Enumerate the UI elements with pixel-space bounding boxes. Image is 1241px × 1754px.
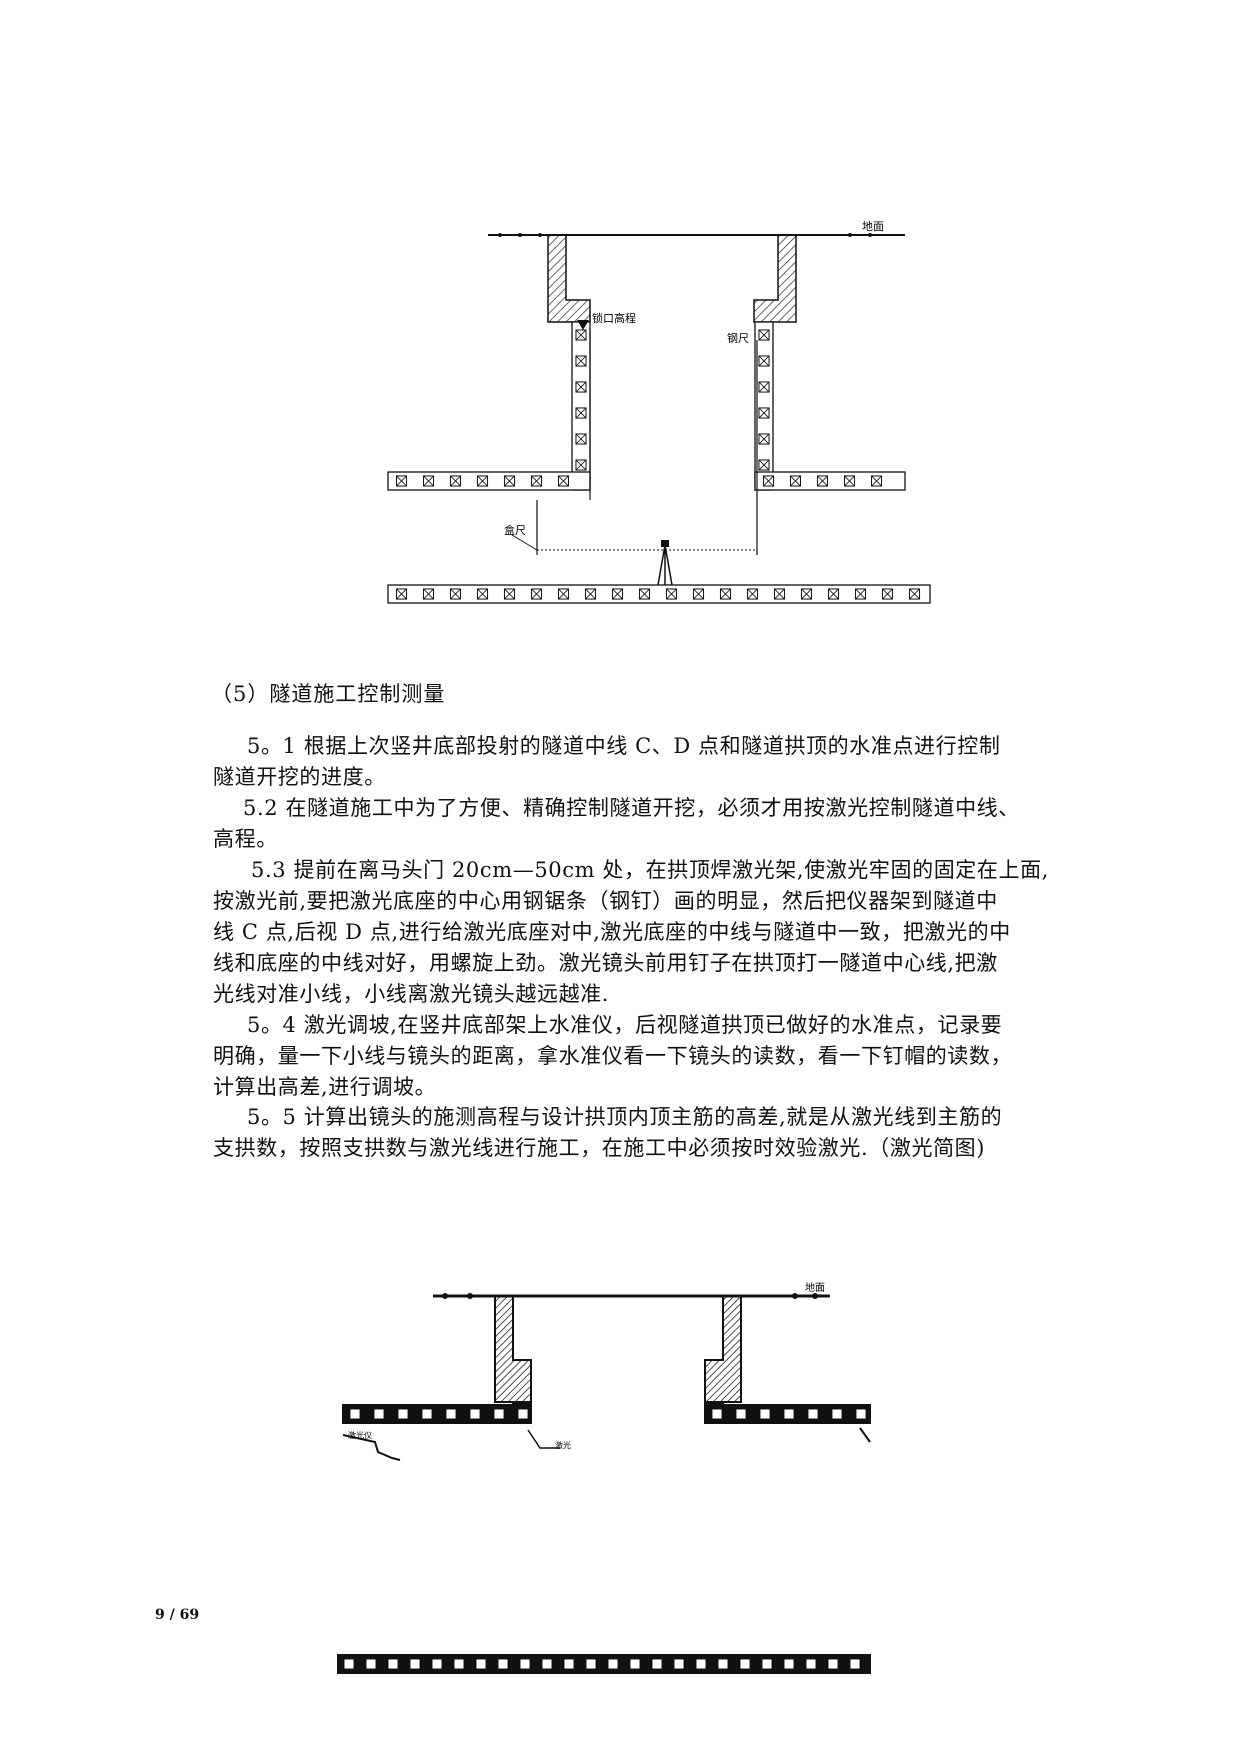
left-lining-2 [494,1295,532,1403]
paragraph-line: 按激光前,要把激光底座的中心用钢锯条（钢钉）画的明显，然后把仪器架到隧道中 [213,889,998,913]
elevation-marker [577,320,589,330]
paragraph-line: 5.2 在隧道施工中为了方便、精确控制隧道开挖，必须才用按激光控制隧道中线、 [243,796,1020,820]
level-tripod [657,544,673,586]
paragraph-line: 明确，量一下小线与镜头的距离，拿水准仪看一下镜头的读数，看一下钉帽的读数， [213,1044,1013,1068]
right-lining [753,234,797,323]
paragraph-line: 光线对准小线，小线离激光镜头越远越准. [213,982,610,1006]
tunnel-bottom-support [387,584,931,604]
right-lining-2 [704,1295,742,1403]
left-label-2: 激光仪 [348,1430,372,1440]
paragraph-line: 5。1 根据上次竖井底部投射的隧道中线 C、D 点和隧道拱顶的水准点进行控制 [247,734,1001,758]
left-support-column [571,321,591,491]
tunnel-top-support-right [754,471,906,491]
paragraph-line: 线 C 点,后视 D 点,进行给激光底座对中,激光底座的中线与隧道中一致，把激光… [213,920,1011,944]
tunnel-top-support-right-2 [704,1404,871,1424]
tunnel-top-support-left [387,471,591,491]
shaft-leveling-diagram: 地面 锁口高程 钢尺 盒尺 [387,220,931,604]
section-heading: （5）隧道施工控制测量 [211,682,446,706]
tape-label: 盒尺 [504,523,526,537]
paragraph: 5.3 提前在离马头门 20cm—50cm 处，在拱顶焊激光架,使激光牢固的固定… [213,855,1125,1010]
paragraph: 5.2 在隧道施工中为了方便、精确控制隧道开挖，必须才用按激光控制隧道中线、高程… [213,793,1125,855]
paragraph: 5。5 计算出镜头的施测高程与设计拱顶内顶主筋的高差,就是从激光线到主筋的支拱数… [213,1102,1125,1164]
paragraph: 5。1 根据上次竖井底部投射的隧道中线 C、D 点和隧道拱顶的水准点进行控制隧道… [213,731,1125,793]
paragraph-line: 高程。 [213,827,278,851]
tunnel-top-support-left-2 [342,1404,532,1424]
mid-label-2: 激光 [555,1440,571,1450]
ground-label-2: 地面 [805,1281,825,1294]
paragraph-line: 隧道开挖的进度。 [213,765,386,789]
paragraph-line: 计算出高差,进行调坡。 [213,1075,437,1099]
page-number: 9 / 69 [155,1607,200,1623]
level-instrument [661,540,669,547]
left-lining [547,234,591,323]
paragraph-line: 线和底座的中线对好，用螺旋上劲。激光镜头前用钉子在拱顶打一隧道中心线,把激 [213,951,998,975]
right-support-column [754,321,774,491]
paragraph-line: 5。4 激光调坡,在竖井底部架上水准仪，后视隧道拱顶已做好的水准点，记录要 [247,1013,1003,1037]
paragraph-line: 5。5 计算出镜头的施测高程与设计拱顶内顶主筋的高差,就是从激光线到主筋的 [247,1105,1003,1129]
paragraph-line: 5.3 提前在离马头门 20cm—50cm 处，在拱顶焊激光架,使激光牢固的固定… [251,858,1049,882]
paragraph: 5。4 激光调坡,在竖井底部架上水准仪，后视隧道拱顶已做好的水准点，记录要明确，… [213,1010,1125,1103]
ground-ticks [498,233,872,237]
ground-label: 地面 [862,220,884,233]
paragraph-line: 支拱数，按照支拱数与激光线进行施工，在施工中必须按时效验激光.（激光简图) [213,1136,986,1160]
lock-elevation-label: 锁口高程 [592,311,636,325]
tunnel-bottom-support-2 [337,1654,871,1674]
steel-ruler-label: 钢尺 [727,332,749,345]
laser-diagram: 地面 激光仪 激光 [337,1281,871,1674]
